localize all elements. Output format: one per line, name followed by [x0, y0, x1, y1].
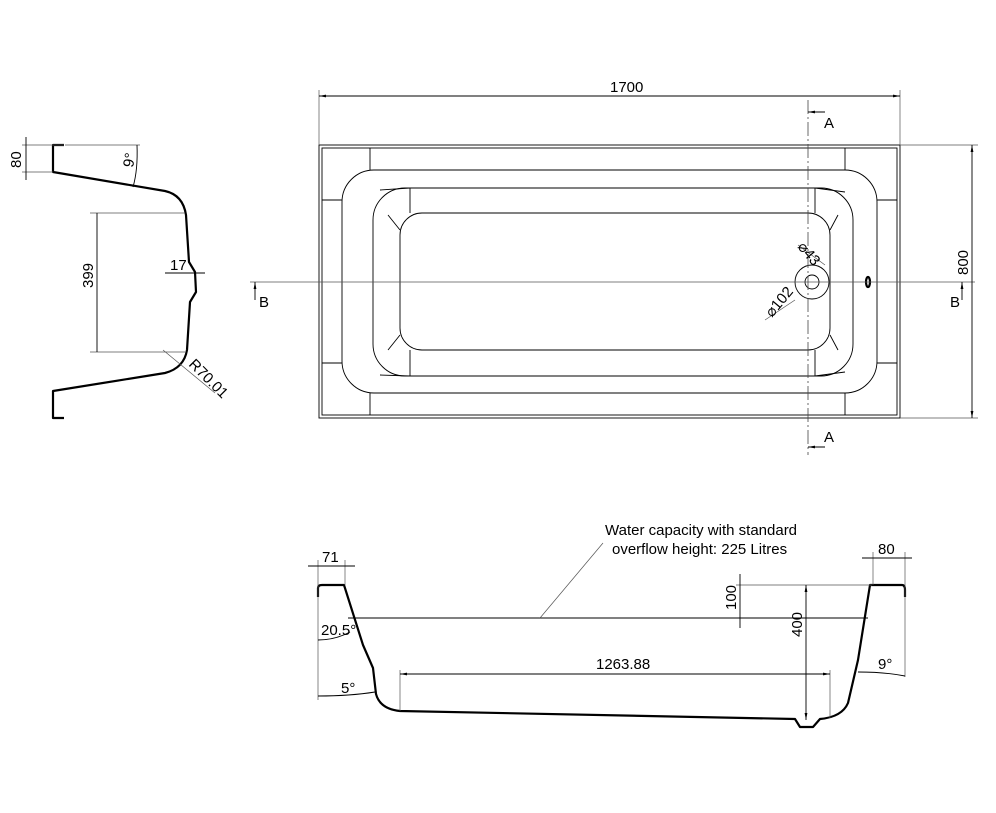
right-angle-arc	[857, 671, 906, 677]
basin-corner-lines	[379, 187, 846, 377]
section-b-left: B	[259, 294, 269, 311]
capacity-note-line1: Water capacity with standard	[605, 522, 797, 539]
rim-height-dim: 80	[8, 151, 25, 168]
drain-dim-leaders	[764, 244, 826, 321]
drain-inner-dim: ⌀43	[794, 239, 824, 270]
tub-outline	[318, 144, 901, 419]
length-extension-lines	[318, 90, 901, 145]
depth-dim: 400	[789, 612, 806, 637]
right-rim-dim: 80	[878, 541, 895, 558]
right-rim-extension-lines	[872, 552, 906, 600]
left-angle-upper-dim: 20.5°	[321, 622, 356, 639]
angle-extension-lines	[317, 600, 906, 700]
floor-width-extension-lines	[90, 212, 185, 353]
section-a-top: A	[824, 115, 834, 132]
end-profile	[51, 143, 198, 420]
rim-height-extension-lines	[22, 144, 140, 173]
left-angle-lower-dim: 5°	[341, 680, 355, 697]
top-view: ⌀102 ⌀43 1700 800 A A B B	[250, 79, 978, 455]
end-section: 80 9° 399 17 R70.01	[8, 137, 231, 420]
bump-dim: 17	[170, 257, 187, 274]
overflow-depth-dim: 100	[723, 585, 740, 610]
left-angle-upper-arc	[317, 631, 351, 641]
end-angle-arc	[132, 144, 138, 188]
tub-outline-inner	[321, 147, 898, 416]
end-angle-dim: 9°	[120, 152, 139, 169]
left-rim-dim: 71	[322, 549, 339, 566]
basin-floor	[399, 212, 831, 351]
radius-dim: R70.01	[185, 356, 231, 402]
capacity-note-line2: overflow height: 225 Litres	[612, 541, 787, 558]
right-angle-dim: 9°	[878, 656, 892, 673]
floor-length-dim: 1263.88	[596, 656, 650, 673]
radius-leader	[162, 349, 216, 394]
note-leader	[539, 542, 604, 619]
section-b-right: B	[950, 294, 960, 311]
side-section: Water capacity with standard overflow he…	[308, 522, 912, 729]
floor-width-dim: 399	[80, 263, 97, 288]
width-dim: 800	[955, 250, 972, 275]
floor-length-extension-lines	[399, 670, 831, 718]
basin-lines	[409, 188, 816, 376]
rim-lines	[322, 148, 897, 415]
width-extension-lines	[900, 144, 978, 419]
left-rim-extension-lines	[317, 560, 346, 600]
left-angle-lower-arc	[317, 691, 376, 697]
section-a-bottom: A	[824, 429, 834, 446]
rim-outline	[341, 169, 878, 394]
length-dim: 1700	[610, 79, 643, 96]
side-profile	[316, 583, 907, 729]
